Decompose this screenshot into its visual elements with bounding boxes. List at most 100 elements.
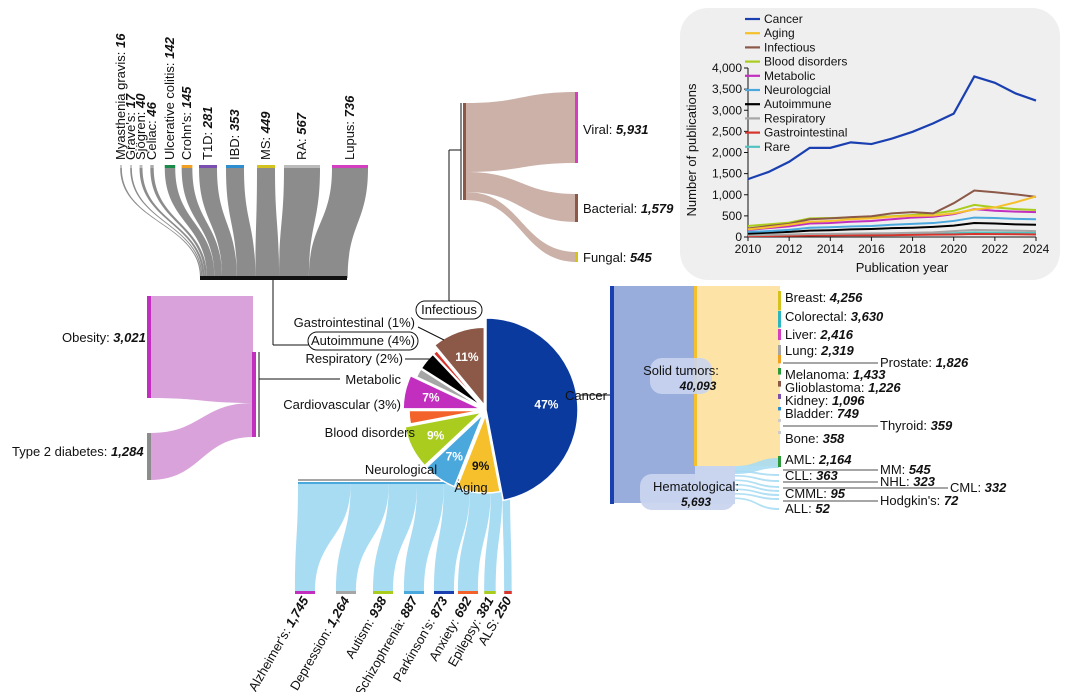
autoimmune-item-value: 449: [258, 111, 273, 134]
autoimmune-item-label: RA: 567: [294, 112, 309, 160]
heme-item: NHL: 323: [880, 474, 936, 489]
autoimmune-item-label: Crohn's: 145: [179, 86, 194, 160]
infectious-item-bacterial-value: 1,579: [641, 201, 674, 216]
solid-flow-2: [697, 331, 779, 365]
autoimmune-base-bar: [200, 276, 347, 280]
autoimmune-item-value: 281: [200, 107, 215, 130]
neuro-node-marker: [434, 591, 454, 594]
autoimmune-node-marker: [199, 165, 217, 168]
infectious-item-bacterial: Bacterial: 1,579: [583, 201, 674, 216]
autoimmune-item-value: 46: [144, 101, 159, 117]
autoimmune-flow-1: [130, 168, 203, 278]
pie-label-box: [307, 331, 419, 351]
pie-percent-label: 9%: [472, 459, 490, 473]
pie-percent-label: 11%: [455, 350, 479, 364]
autoimmune-node-marker: [139, 165, 143, 168]
autoimmune-node-marker: [150, 165, 154, 168]
series-line-metabolic: [747, 208, 1037, 231]
pie-slice-blood: [404, 411, 484, 467]
solid-item: Bone: 358: [785, 431, 845, 446]
metabolic-node-marker: [147, 433, 151, 480]
solid-flow-3: [697, 347, 779, 383]
heme-item: CLL: 363: [785, 468, 839, 483]
heme-flow-4: [735, 484, 779, 492]
solid-node-marker: [778, 431, 781, 434]
cancer-main-flow: [612, 286, 695, 503]
heme-item-value: 332: [985, 480, 1007, 495]
solid-node-marker: [778, 291, 781, 311]
legend-entry: Cancer: [764, 12, 803, 26]
pie-percent-label: 47%: [534, 397, 558, 411]
autoimmune-item-label: Lupus: 736: [342, 95, 357, 160]
solid-item: Glioblastoma: 1,226: [785, 380, 901, 395]
infectious-item-fungal-label: Fungal:: [583, 250, 630, 265]
pie-slice-respiratory: [415, 367, 483, 409]
infectious-flow-1: [466, 172, 577, 222]
heme-item-label: NHL:: [880, 474, 913, 489]
autoimmune-node-marker: [120, 165, 122, 168]
solid-item-label: Prostate:: [880, 355, 936, 370]
autoimmune-item-label: Myasthenia gravis: 16: [113, 33, 128, 160]
solid-node-marker: [778, 345, 781, 356]
legend-entry: Aging: [764, 26, 795, 40]
autoimmune-flow-2: [139, 168, 205, 278]
y-tick-label: 4,000: [712, 61, 742, 75]
neuro-flow-3: [404, 484, 444, 592]
autoimmune-item-value: 145: [179, 86, 194, 108]
x-tick-label: 2024: [1023, 242, 1050, 256]
autoimmune-item-name: Celiac:: [144, 117, 159, 160]
heme-item-label: CLL:: [785, 468, 816, 483]
solid-item-label: Glioblastoma:: [785, 380, 868, 395]
heme-label-bg: [640, 474, 735, 510]
pie-percent-label: 7%: [422, 391, 440, 405]
series-line-aging: [747, 195, 1037, 231]
x-tick-label: 2010: [735, 242, 762, 256]
autoimmune-item-value: 17: [123, 93, 138, 108]
solid-group-label: Solid tumors:: [643, 363, 719, 378]
legend-entry: Respiratory: [764, 111, 825, 125]
y-tick-label: 1,000: [712, 188, 742, 202]
x-tick-label: 2012: [776, 242, 803, 256]
solid-item-label: Kidney:: [785, 393, 832, 408]
solid-item: Prostate: 1,826: [880, 355, 969, 370]
heme-item-label: ALL:: [785, 501, 815, 516]
solid-flow-5: [697, 370, 779, 408]
autoimmune-item-label: Ulcerative colitis: 142: [162, 36, 177, 160]
autoimmune-item-name: MS:: [258, 133, 273, 160]
autoimmune-node-marker: [332, 165, 368, 168]
neuro-item-name: Alzheimer's:: [245, 622, 295, 692]
pie-slice-cardiovascular: [408, 409, 482, 425]
autoimmune-flow-10: [308, 168, 368, 278]
infectious-node-marker: [575, 92, 578, 163]
solid-item-value: 4,256: [829, 290, 863, 305]
pie-category-label: Aging: [454, 480, 487, 495]
heme-item-value: 545: [909, 462, 931, 477]
cancer-main-bar: [610, 286, 614, 504]
pie-percent-label: 7%: [446, 450, 464, 464]
autoimmune-item-label: T1D: 281: [200, 107, 215, 161]
pie-category-label: Neurological: [365, 462, 437, 477]
heme-item: CMML: 95: [785, 486, 846, 501]
autoimmune-node-marker: [226, 165, 244, 168]
heme-item-label: CMML:: [785, 486, 831, 501]
pie-label-box: [415, 300, 483, 320]
autoimmune-item-name: T1D:: [200, 128, 215, 160]
pie-category-label: Gastrointestinal (1%): [294, 315, 415, 330]
neuro-node-marker: [295, 591, 315, 594]
x-tick-label: 2018: [899, 242, 926, 256]
neuro-node-marker: [336, 591, 356, 594]
x-tick-label: 2014: [817, 242, 844, 256]
autoimmune-flow-0: [120, 168, 202, 278]
infectious-item-fungal: Fungal: 545: [583, 250, 652, 265]
infectious-item-viral: Viral: 5,931: [583, 122, 649, 137]
leader-line: [417, 326, 445, 341]
heme-item-value: 52: [815, 501, 830, 516]
autoimmune-item-value: 40: [133, 93, 148, 109]
heme-flow-2: [735, 475, 779, 482]
pie-category-label: Blood disorders: [325, 425, 416, 440]
neuro-flow-7: [502, 484, 512, 592]
heme-item-label: AML:: [785, 452, 819, 467]
